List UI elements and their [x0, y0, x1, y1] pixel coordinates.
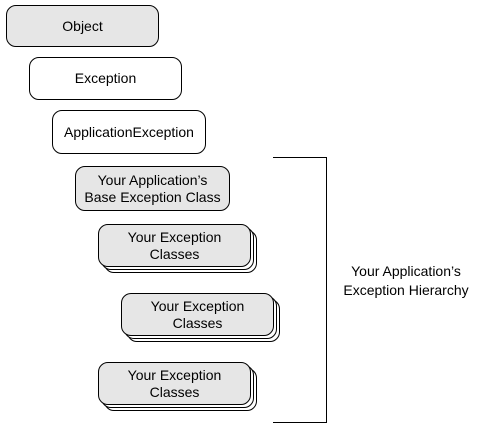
your-exception-classes-stack-3: Your Exception Classes — [98, 362, 260, 412]
your-exception-classes-box-1: Your Exception Classes — [98, 224, 251, 267]
your-exception-classes-label-3: Your Exception Classes — [127, 366, 222, 400]
application-exception-label: ApplicationException — [64, 123, 194, 140]
your-exception-classes-label-1: Your Exception Classes — [127, 228, 222, 262]
hierarchy-label: Your Application’s Exception Hierarchy — [343, 263, 469, 298]
your-exception-classes-box-3: Your Exception Classes — [98, 362, 251, 405]
your-exception-classes-stack-2: Your Exception Classes — [121, 293, 283, 343]
your-exception-classes-stack-1: Your Exception Classes — [98, 224, 260, 274]
hierarchy-bracket — [273, 157, 327, 423]
your-exception-classes-box-2: Your Exception Classes — [121, 293, 274, 336]
object-label: Object — [62, 17, 103, 34]
exception-label: Exception — [74, 70, 137, 86]
application-exception-box: ApplicationException — [52, 110, 206, 154]
exception-box: Exception — [29, 57, 182, 100]
base-exception-class-label: Your Application’s Base Exception Class — [84, 171, 221, 205]
object-box: Object — [6, 5, 159, 47]
your-exception-classes-label-2: Your Exception Classes — [150, 297, 245, 331]
base-exception-class-box: Your Application’s Base Exception Class — [75, 166, 230, 211]
